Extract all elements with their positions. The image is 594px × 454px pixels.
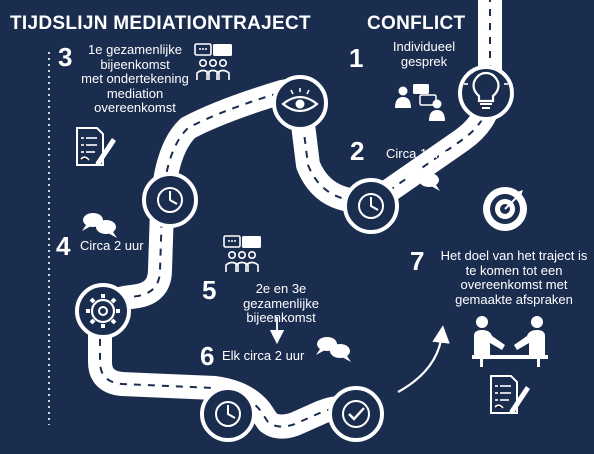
speech-bubbles-icon	[82, 213, 117, 238]
meeting-icon	[194, 43, 232, 80]
clock-icon	[343, 178, 399, 234]
step-number: 6	[200, 341, 215, 371]
conversation-icon	[395, 84, 445, 121]
curved-arrow	[397, 325, 450, 393]
step-number: 3	[58, 42, 73, 72]
document-signing-icon	[76, 127, 116, 166]
clock-icon	[142, 172, 198, 228]
lightbulb-icon	[458, 64, 514, 121]
eye-icon	[272, 75, 328, 131]
speech-bubbles-icon	[316, 337, 351, 362]
speech-bubbles-icon	[405, 166, 440, 191]
document-signing-icon	[490, 375, 530, 414]
checkmark-icon	[328, 386, 384, 442]
step-number: 2	[350, 136, 365, 166]
step-text: Circa 1 uur	[386, 146, 450, 161]
clock-icon	[200, 386, 256, 442]
conflict-label: CONFLICT	[367, 13, 466, 34]
step-number: 7	[410, 246, 425, 276]
handshake-icon	[472, 316, 548, 367]
gear-icon	[75, 283, 131, 339]
page-title: TIJDSLIJN MEDIATIONTRAJECT	[10, 13, 311, 34]
step-text: Circa 2 uur	[80, 238, 144, 253]
step-number: 1	[349, 43, 364, 73]
meeting-icon	[223, 235, 261, 272]
step-text: Elk circa 2 uur	[222, 348, 305, 363]
target-icon	[483, 187, 527, 231]
step-number: 5	[202, 275, 217, 305]
step-number: 4	[56, 231, 71, 261]
